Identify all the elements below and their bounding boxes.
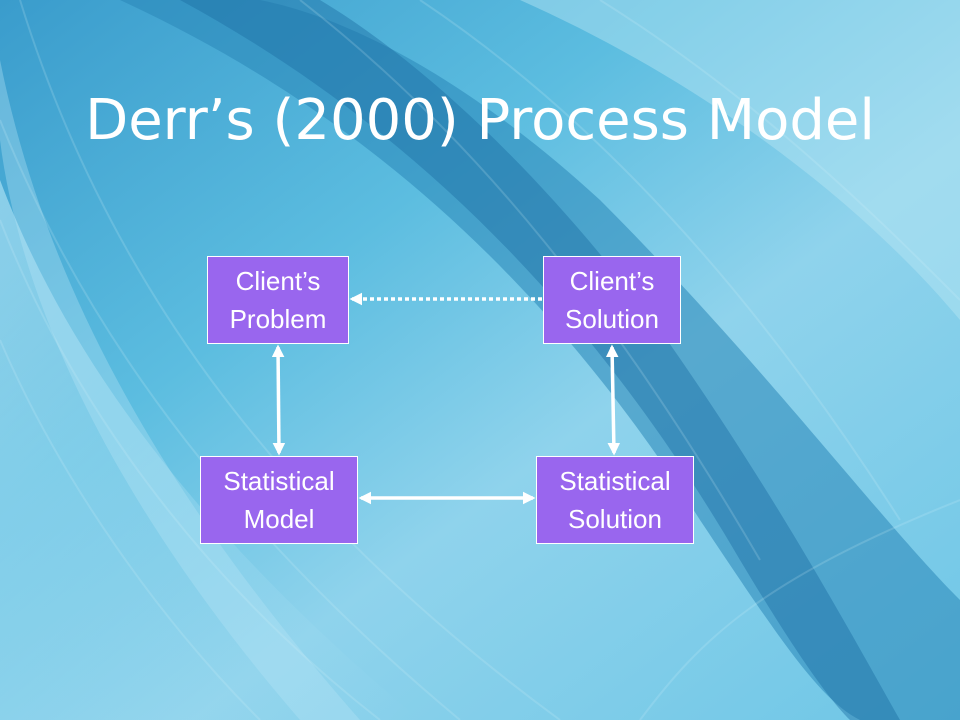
page-title: Derr’s (2000) Process Model <box>85 88 875 153</box>
client-solution-line2: Solution <box>565 304 659 334</box>
client-solution-line1: Client’s <box>569 266 655 296</box>
statistical-model-line1: Statistical <box>223 466 335 496</box>
statistical-model-line2: Model <box>243 504 315 534</box>
statistical-solution-line2: Solution <box>568 504 662 534</box>
client-problem-line2: Problem <box>229 304 327 334</box>
statistical-solution-line1: Statistical <box>559 466 671 496</box>
client-solution-box: Client’s Solution <box>543 256 681 344</box>
client-problem-line1: Client’s <box>235 266 321 296</box>
statistical-model-box: Statistical Model <box>200 456 358 544</box>
statistical-solution-box: Statistical Solution <box>536 456 694 544</box>
client-problem-box: Client’s Problem <box>207 256 349 344</box>
